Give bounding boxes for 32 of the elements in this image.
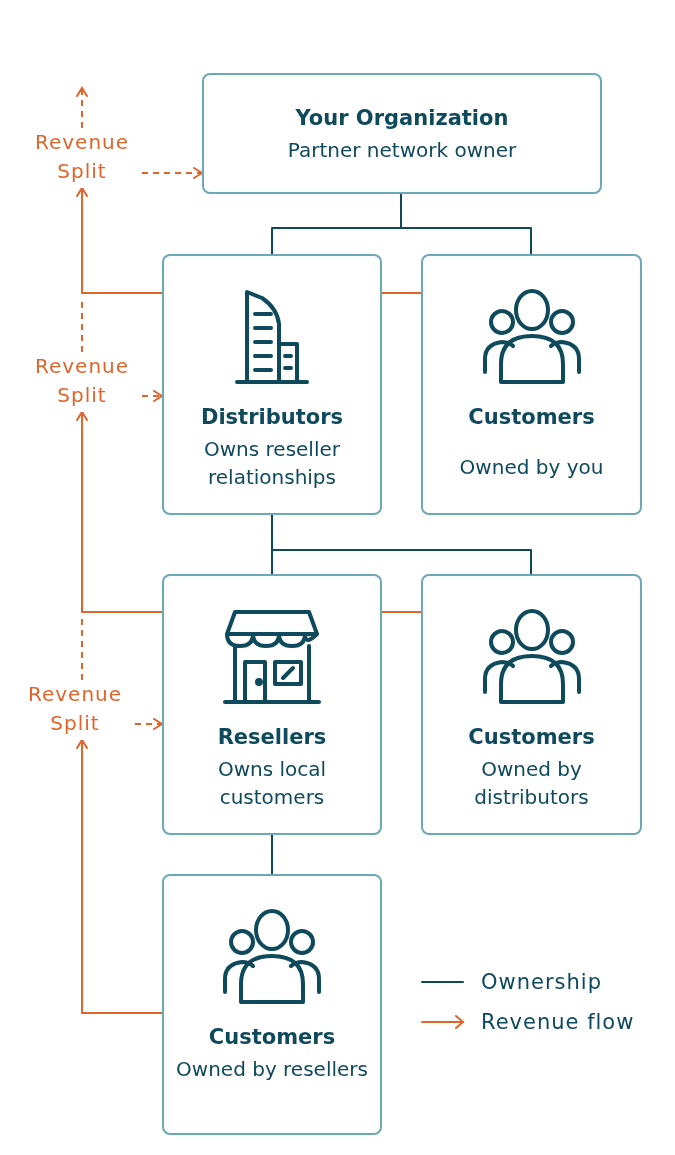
card: [421, 574, 642, 835]
dashed-arrow: [141, 390, 163, 402]
card-title: Customers: [467, 404, 596, 431]
legend-label: Revenue flow: [481, 1010, 635, 1034]
arrow: [76, 187, 163, 294]
card-title: Customers: [467, 724, 596, 751]
card-title: Resellers: [216, 724, 328, 751]
card-description: Owned by distributors: [473, 756, 590, 811]
arrow: [76, 411, 163, 613]
connector-line: [400, 193, 532, 255]
card-title: Distributors: [200, 404, 344, 431]
card-description: Partner network owner: [286, 136, 518, 164]
connector-line: [271, 514, 532, 575]
connector-line: [381, 292, 422, 294]
card-title: Your Organization: [294, 104, 510, 132]
connector-line: [381, 611, 422, 613]
card: [202, 73, 602, 194]
dashed-arrow: [134, 718, 163, 730]
card-description: Owns local customers: [216, 756, 328, 811]
card: [162, 254, 382, 515]
card-description: Owned by you: [458, 454, 605, 481]
card: [162, 874, 382, 1135]
dashed-arrow: [141, 167, 203, 179]
card: [421, 254, 642, 515]
connector-line: [271, 834, 273, 875]
legend-label: Ownership: [481, 970, 602, 994]
arrow: [76, 739, 163, 1014]
card-description: Owned by resellers: [175, 1056, 369, 1083]
dashed-arrow: [76, 87, 88, 129]
card: [162, 574, 382, 835]
card-title: Customers: [207, 1024, 337, 1051]
card-description: Owns reseller relationships: [203, 436, 341, 491]
